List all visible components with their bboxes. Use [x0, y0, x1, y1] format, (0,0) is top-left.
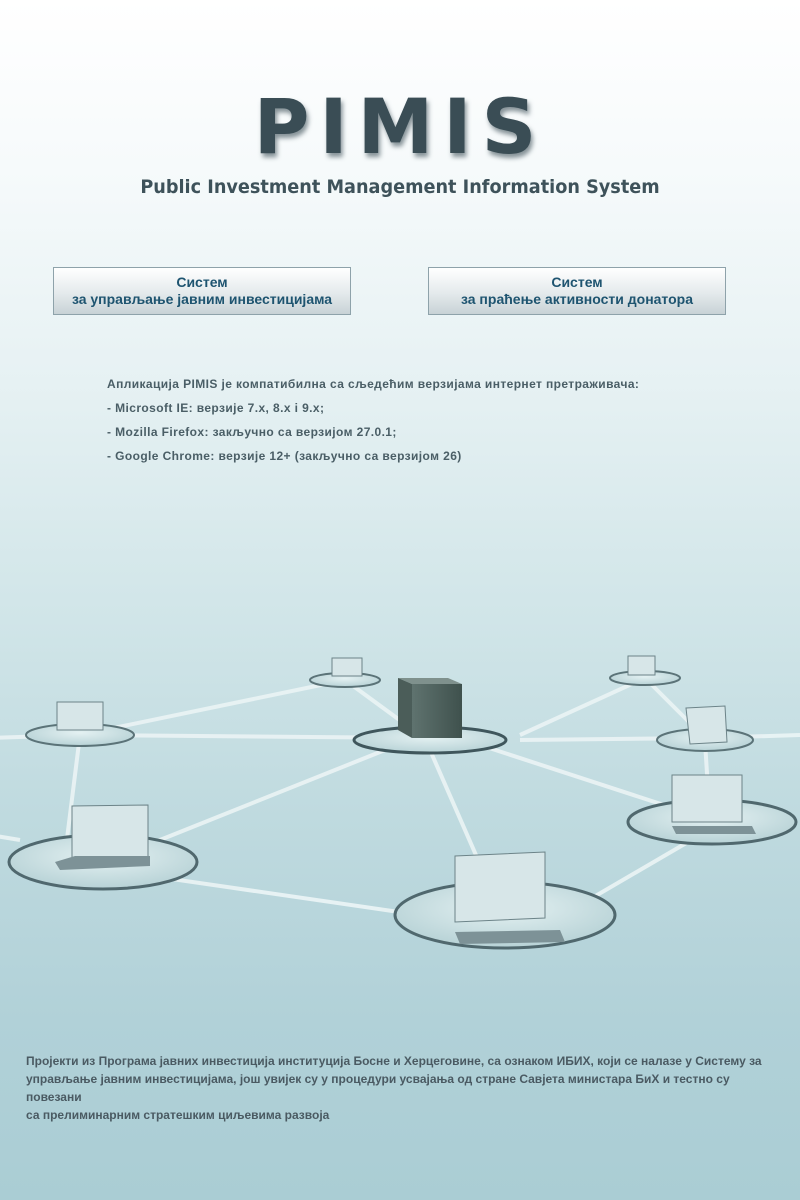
donor-activity-system-button[interactable]: Систем за праћење активности донатора: [428, 267, 726, 315]
projects-disclaimer: Пројекти из Програма јавних инвестиција …: [26, 1052, 786, 1124]
public-investment-system-button[interactable]: Систем за управљање јавним инвестицијама: [53, 267, 351, 315]
disclaimer-line-2: управљање јавним инвестицијама, још увиј…: [26, 1072, 730, 1104]
network-illustration-icon: [0, 655, 800, 950]
compatibility-intro: Апликација PIMIS је компатибилна са сљед…: [107, 377, 640, 391]
compatibility-item-firefox: - Mozilla Firefox: закључно са верзијом …: [107, 425, 397, 439]
page-subtitle: Public Investment Management Information…: [140, 176, 660, 198]
laptop-node-lower-right: [626, 774, 798, 846]
pimis-logo: PIMIS: [253, 82, 547, 171]
disclaimer-line-1: Пројекти из Програма јавних инвестиција …: [26, 1054, 762, 1068]
donor-activity-button-line2: за праћење активности донатора: [460, 291, 693, 307]
laptop-node-top-left: [309, 657, 381, 688]
donor-activity-button-line1: Систем: [551, 274, 603, 290]
laptop-node-lower-left: [7, 804, 199, 891]
disclaimer-line-3: са прелиминарним стратешким циљевима раз…: [26, 1108, 330, 1122]
laptop-node-left: [25, 701, 135, 747]
laptop-node-top-right: [609, 655, 681, 686]
laptop-node-right: [656, 705, 754, 752]
public-investment-button-line2: за управљање јавним инвестицијама: [71, 291, 333, 307]
browser-compatibility-note: Апликација PIMIS је компатибилна са сљед…: [107, 376, 767, 472]
public-investment-button-line1: Систем: [176, 274, 228, 290]
compatibility-item-ie: - Microsoft IE: верзије 7.x, 8.x i 9.x;: [107, 401, 325, 415]
laptop-node-bottom: [393, 851, 617, 950]
server-node-center: [352, 678, 508, 755]
compatibility-item-chrome: - Google Chrome: верзије 12+ (закључно с…: [107, 449, 462, 463]
